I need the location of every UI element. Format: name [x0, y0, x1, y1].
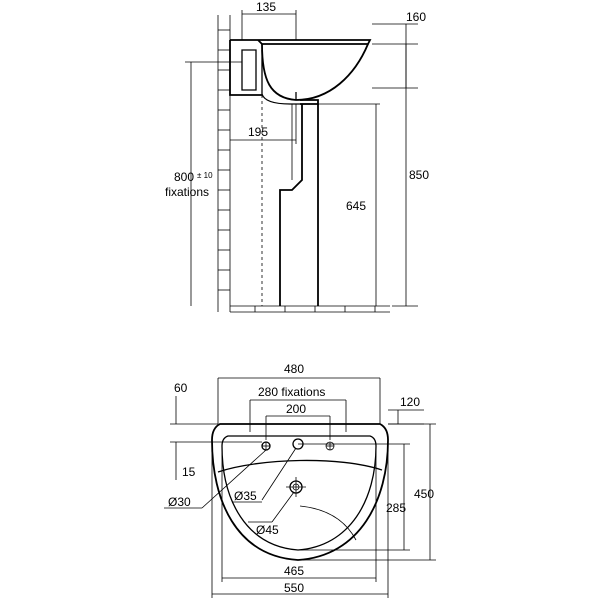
waste-hole-label: Ø45 — [256, 523, 279, 537]
dim-overall-width-top-label: 480 — [284, 362, 304, 376]
leader-tap-hole: Ø35 — [232, 447, 297, 503]
dim-top-offset: 135 — [241, 0, 297, 40]
dim-overall-height: 850 — [372, 43, 429, 307]
dim-rim-height: 160 — [372, 10, 426, 89]
dim-depth-label: 450 — [414, 487, 434, 501]
dim-rim-height-label: 160 — [406, 10, 426, 24]
dim-fixing-offset-label: 195 — [248, 125, 268, 139]
dim-top-offset-label: 135 — [256, 0, 276, 14]
tap-holes — [261, 438, 335, 451]
dim-fixing-tolerance: ± 10 — [197, 171, 213, 180]
floor-line — [230, 305, 390, 313]
dim-inner-width: 465 — [221, 446, 377, 582]
dim-back-offset-label: 120 — [400, 395, 420, 409]
dim-fixing-height-label: 800 — [174, 170, 194, 184]
dim-pedestal-height: 645 — [318, 103, 380, 306]
dim-fixing-offset: 195 — [230, 104, 297, 144]
leader-waste-hole: Ø45 — [248, 491, 295, 537]
dim-depth: 450 — [300, 423, 436, 561]
leader-side-hole: Ø30 — [164, 449, 267, 509]
wall-hatching — [217, 15, 231, 312]
dim-overall-width-label: 550 — [284, 581, 304, 595]
dim-overall-height-label: 850 — [409, 168, 429, 182]
basin-outline — [211, 423, 389, 561]
side-hole-label: Ø30 — [168, 495, 191, 509]
dim-pedestal-height-label: 645 — [346, 199, 366, 213]
pedestal — [261, 95, 319, 306]
side-view: 135 160 195 800 ± 10 fixations — [165, 0, 429, 313]
tap-hole-label: Ø35 — [234, 489, 257, 503]
dim-fixation-spacing-label: 280 fixations — [258, 385, 325, 399]
dim-back-offset: 120 — [388, 395, 424, 425]
waste-hole — [286, 477, 306, 497]
dim-overall-width-top: 480 — [217, 362, 381, 424]
dim-fixation-spacing: 280 fixations — [249, 385, 347, 432]
plan-view: 480 280 fixations 200 60 15 — [164, 362, 436, 598]
basin-profile — [229, 39, 372, 105]
dim-hole-setback: 15 — [170, 441, 262, 480]
dim-bowl-depth: 285 — [298, 443, 410, 551]
dim-fixing-height: 800 ± 10 fixations — [165, 61, 242, 306]
dim-bowl-depth-label: 285 — [386, 501, 406, 515]
dim-fixing-word: fixations — [165, 185, 209, 199]
dim-hole-spacing-label: 200 — [286, 402, 306, 416]
dim-tap-offset: 60 — [170, 381, 218, 425]
dim-inner-width-label: 465 — [284, 564, 304, 578]
dim-hole-setback-label: 15 — [182, 465, 196, 479]
dim-overall-width: 550 — [211, 440, 389, 598]
dim-tap-offset-label: 60 — [174, 381, 188, 395]
dim-hole-spacing: 200 — [265, 402, 331, 440]
